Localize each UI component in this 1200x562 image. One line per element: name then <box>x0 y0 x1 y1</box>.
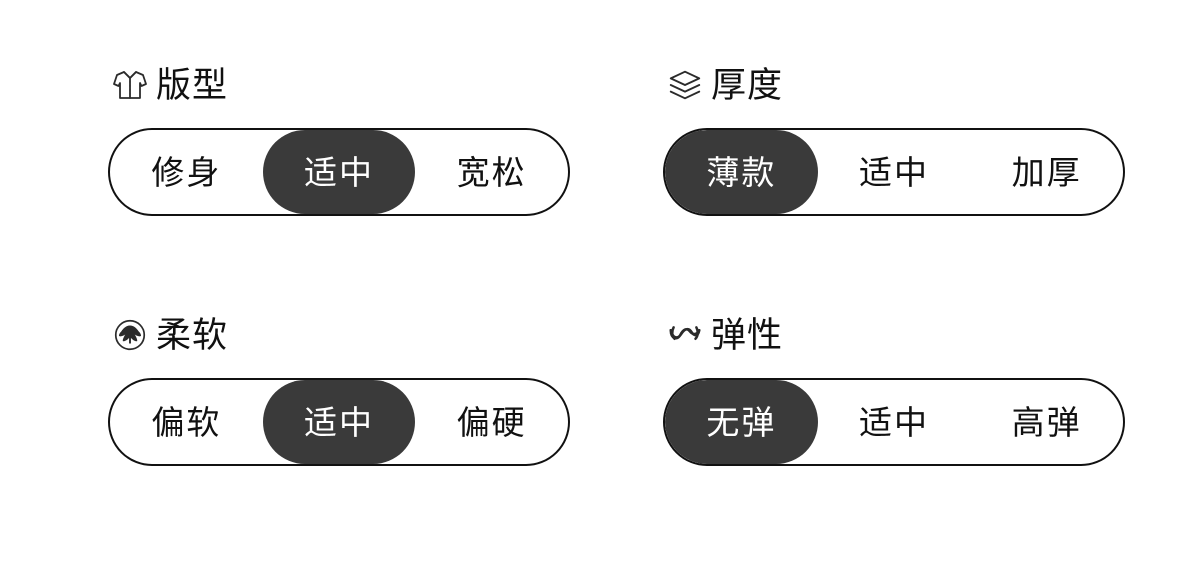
segment-option-softness-1[interactable]: 适中 <box>262 380 416 464</box>
segment-option-thickness-1[interactable]: 适中 <box>859 153 929 191</box>
segment-option-softness-2[interactable]: 偏硬 <box>456 403 527 441</box>
group-label-softness: 柔软 <box>156 315 229 355</box>
segment-option-fit-1[interactable]: 适中 <box>262 130 416 214</box>
stretch-wave-icon <box>663 313 707 357</box>
group-label-elasticity: 弹性 <box>711 315 784 355</box>
segmented-control-softness[interactable]: 偏软 适中 偏硬 <box>108 378 570 466</box>
segment-option-elasticity-2[interactable]: 高弹 <box>1011 403 1082 441</box>
segment-option-thickness-2[interactable]: 加厚 <box>1011 153 1082 191</box>
group-label-thickness: 厚度 <box>711 65 784 105</box>
segmented-control-fit[interactable]: 适中 修身 宽松 <box>108 128 570 216</box>
layers-icon <box>663 63 707 107</box>
segment-option-elasticity-0[interactable]: 无弹 <box>665 380 818 464</box>
segmented-control-elasticity[interactable]: 无弹 适中 高弹 <box>663 378 1125 466</box>
segment-option-fit-0[interactable]: 修身 <box>151 153 222 191</box>
segment-option-fit-2[interactable]: 宽松 <box>456 153 527 191</box>
attribute-group-thickness: 厚度 薄款 适中 加厚 <box>555 62 1125 312</box>
cotton-boll-icon <box>108 313 152 357</box>
group-label-fit: 版型 <box>156 65 229 105</box>
attribute-group-softness: 柔软 偏软 适中 偏硬 <box>0 312 570 562</box>
segmented-control-thickness[interactable]: 薄款 适中 加厚 <box>663 128 1125 216</box>
group-header-thickness: 厚度 <box>663 62 1110 108</box>
attribute-group-fit: 版型 适中 修身 宽松 <box>0 62 570 312</box>
segment-option-softness-0[interactable]: 偏软 <box>151 403 222 441</box>
segment-option-elasticity-1[interactable]: 适中 <box>859 403 929 441</box>
group-header-softness: 柔软 <box>108 312 555 358</box>
shirt-icon <box>108 63 152 107</box>
segment-option-thickness-0[interactable]: 薄款 <box>665 130 818 214</box>
attribute-group-elasticity: 弹性 无弹 适中 高弹 <box>555 312 1125 562</box>
group-header-elasticity: 弹性 <box>663 312 1110 358</box>
group-header-fit: 版型 <box>108 62 555 108</box>
